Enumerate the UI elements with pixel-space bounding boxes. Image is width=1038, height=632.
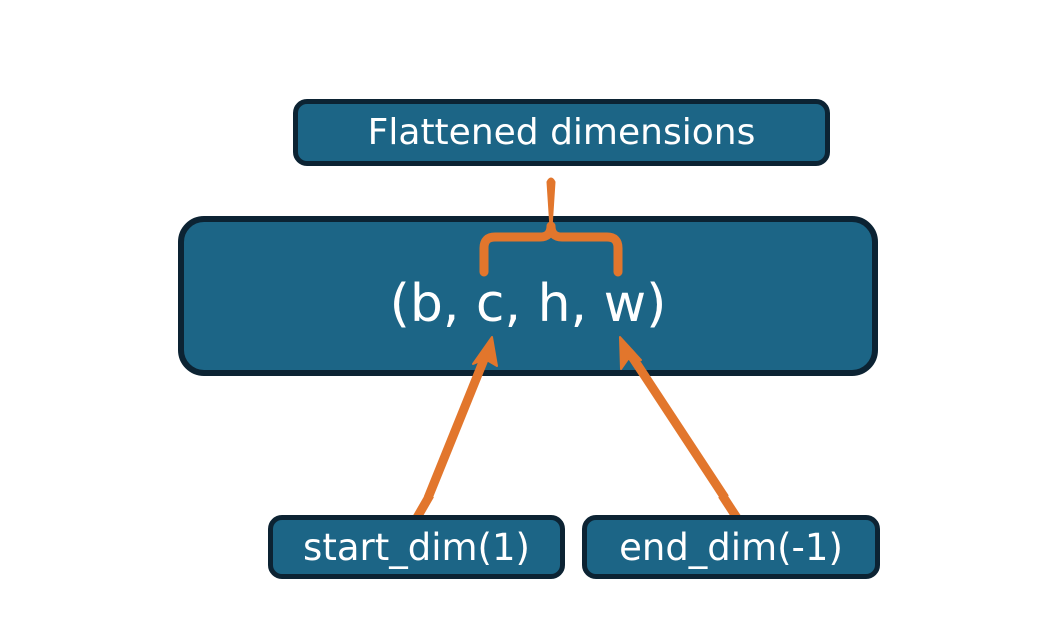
node-start-dim-label: start_dim(1) xyxy=(303,525,530,569)
node-end-dim[interactable]: end_dim(-1) xyxy=(582,515,880,579)
node-start-dim[interactable]: start_dim(1) xyxy=(268,515,565,579)
node-end-dim-label: end_dim(-1) xyxy=(619,525,843,569)
node-tensor-shape-label: (b, c, h, w) xyxy=(389,274,667,334)
node-tensor-shape[interactable]: (b, c, h, w) xyxy=(178,216,878,376)
node-flattened-dimensions-label: Flattened dimensions xyxy=(367,111,756,153)
node-flattened-dimensions[interactable]: Flattened dimensions xyxy=(293,99,830,166)
